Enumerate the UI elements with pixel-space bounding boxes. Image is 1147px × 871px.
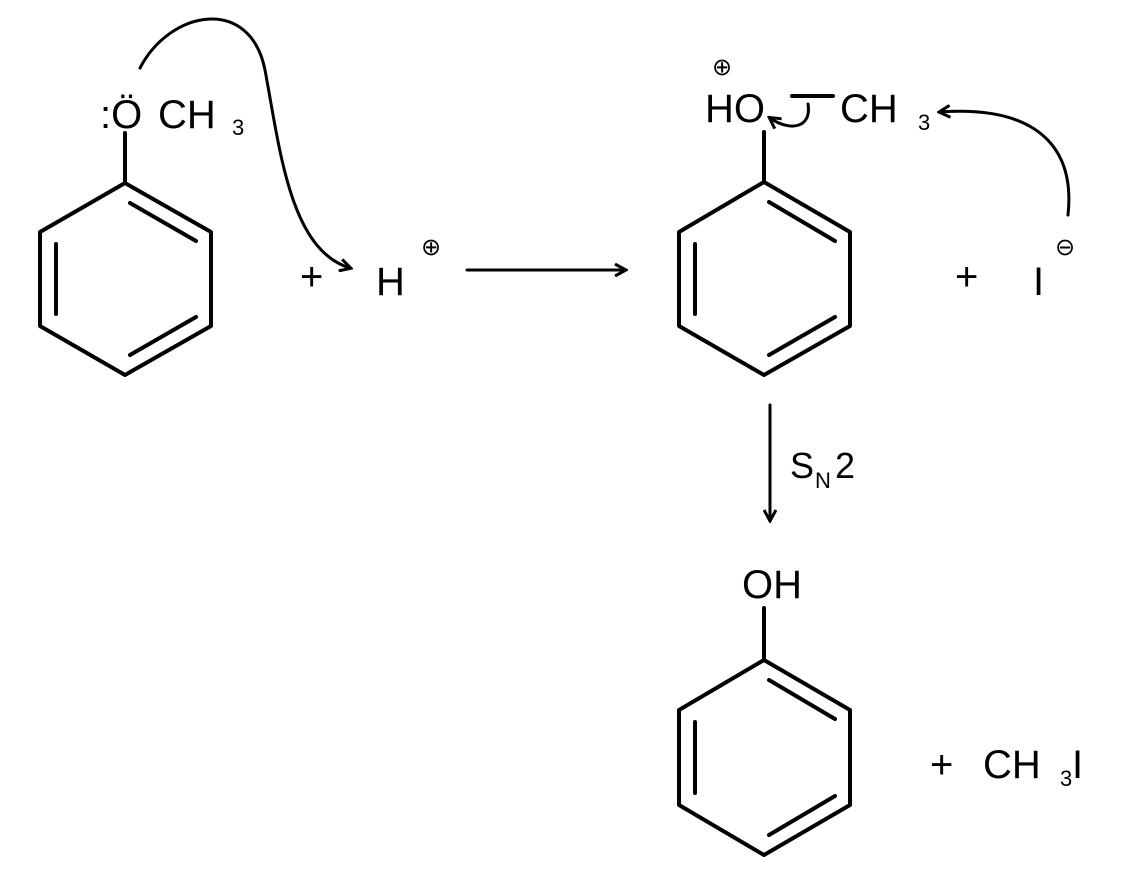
curved-arrow-bond-break: [770, 102, 810, 126]
methyl-iodide-i: I: [1072, 743, 1083, 787]
phenol-oh-label: OH: [742, 563, 802, 607]
plus-sign-2: +: [955, 255, 978, 299]
proton-charge: ⊕: [421, 234, 441, 261]
methoxy-ch-label: CH: [158, 93, 216, 137]
phenol-molecule: OH: [677, 563, 852, 857]
methyl-iodide-ch: CH: [983, 743, 1041, 787]
sn2-s-label: S: [790, 445, 814, 486]
plus-sign-3: +: [930, 743, 953, 787]
anisole-molecule: :Ö CH 3: [38, 93, 244, 377]
benzene-ring-anisole: [38, 181, 213, 377]
plus-sign-1: +: [300, 255, 323, 299]
oxonium-charge: ⊕: [712, 54, 732, 81]
benzene-ring-intermediate: [677, 180, 852, 377]
methyl-iodide-subscript: 3: [1060, 766, 1072, 791]
oxonium-ch-label: CH: [840, 87, 898, 131]
methoxy-subscript: 3: [232, 115, 244, 140]
oxonium-intermediate: ⊕ HO CH 3: [677, 54, 930, 377]
oxonium-ho-label: HO: [705, 87, 765, 131]
curved-arrow-iodide-attack: [940, 111, 1071, 217]
benzene-ring-phenol: [677, 658, 852, 857]
curved-arrow-to-proton: [138, 17, 350, 268]
sn2-n-subscript: N: [815, 468, 831, 493]
oxonium-subscript: 3: [918, 110, 930, 135]
iodide-label: I: [1033, 260, 1044, 304]
proton-label: H: [376, 260, 405, 304]
iodide-charge: ⊖: [1055, 234, 1075, 261]
sn2-number-label: 2: [835, 445, 855, 486]
methoxy-oxygen-label: :Ö: [100, 93, 142, 137]
